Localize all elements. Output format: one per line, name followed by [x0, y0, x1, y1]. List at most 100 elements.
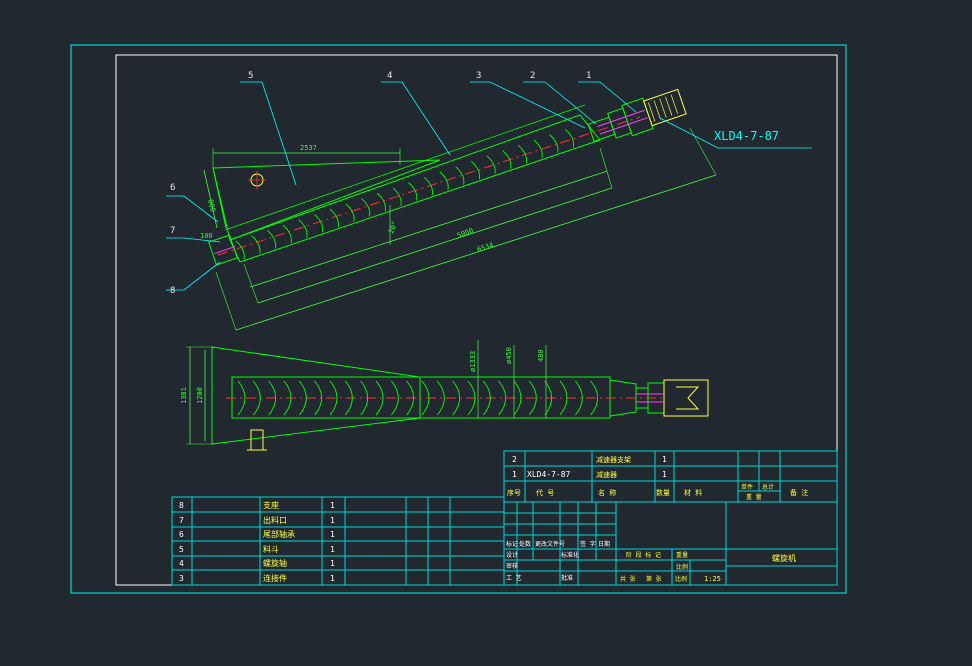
screw-flight [282, 224, 292, 244]
outer-frame [70, 44, 847, 594]
bom-right-qty: 1 [662, 470, 667, 479]
screw-flight [252, 380, 261, 416]
screw-flight [375, 380, 384, 416]
bom-header-unit: 单件 [741, 483, 753, 491]
tb-sheet-total: 共 张 [620, 575, 636, 583]
screw-flight [298, 219, 308, 238]
bom-header-weight: 重 量 [746, 493, 762, 501]
callout-model: XLD4-7-87 [714, 129, 779, 143]
shaft-centerline [217, 116, 641, 256]
svg-text:1: 1 [330, 530, 335, 539]
tb-stage: 阶 段 标 记 [626, 551, 661, 559]
screw-flight [298, 380, 307, 416]
svg-text:3: 3 [179, 574, 184, 583]
bom-left-row: 7 出料口 1 [179, 515, 335, 525]
screw-flight [517, 144, 528, 164]
bom-right-name: 减速器 [596, 470, 617, 479]
svg-text:5: 5 [179, 545, 184, 554]
screw-flight [408, 182, 418, 201]
screw-flight [467, 380, 476, 416]
bom-header-name: 名 称 [598, 488, 616, 497]
tb-change-doc: 更改文件号 [535, 540, 565, 548]
screw-flights-side [235, 128, 575, 260]
svg-text:1: 1 [330, 516, 335, 525]
svg-text:支座: 支座 [263, 500, 279, 510]
svg-text:1: 1 [330, 545, 335, 554]
bom-header-no: 序号 [507, 488, 521, 497]
screw-flight [498, 380, 507, 416]
title-block [503, 501, 838, 586]
bom-right-name: 减速器支架 [596, 455, 631, 464]
dim-1381: 1381 [180, 387, 188, 404]
tb-check: 审核 [506, 562, 518, 570]
drive-assembly-side [587, 88, 687, 143]
screw-flight [574, 380, 583, 416]
tb-date: 日期 [598, 540, 610, 548]
screw-flight [455, 166, 465, 185]
bom-header-total: 总计 [762, 483, 774, 491]
svg-text:6: 6 [179, 530, 184, 539]
bom-left-table: 8 支座 1 7 出料口 1 6 尾部轴承 1 5 料斗 1 4 螺旋轴 1 3… [171, 496, 505, 586]
bom-left-row: 5 料斗 1 [179, 544, 335, 554]
screw-flight [283, 380, 292, 416]
screw-flight [345, 203, 355, 222]
screw-flight [565, 128, 575, 148]
drawing-title: 螺旋机 [772, 553, 796, 563]
tb-craft: 工 艺 [506, 574, 522, 582]
tb-standard: 标准化 [561, 551, 579, 559]
callout-2: 2 [530, 71, 535, 81]
bom-right-no: 2 [512, 455, 517, 464]
screw-flights-plan [237, 380, 599, 416]
plan-view: 1381 1200 ø1333 ø450 480 [180, 340, 709, 451]
bom-header-qty: 数量 [656, 488, 670, 497]
callout-5: 5 [248, 71, 253, 81]
screw-flight [559, 380, 568, 416]
callout-4: 4 [387, 71, 392, 81]
svg-text:尾部轴承: 尾部轴承 [263, 529, 295, 539]
screw-flight [361, 198, 371, 217]
trough-outline [229, 114, 601, 263]
dim-pitch2: 480 [537, 349, 545, 362]
screw-flight [590, 380, 599, 416]
bom-right-table [503, 450, 838, 503]
bom-header-code: 代 号 [536, 488, 554, 497]
svg-text:螺旋轴: 螺旋轴 [263, 558, 287, 568]
tail-bearing [208, 234, 238, 266]
screw-flight [423, 176, 433, 196]
bom-header-remark: 备 注 [790, 488, 808, 497]
screw-flight [513, 380, 522, 416]
screw-flight [314, 214, 324, 233]
svg-text:4: 4 [179, 559, 184, 568]
dim-100: 100 [200, 232, 213, 240]
dim-angle: 20° [387, 220, 399, 235]
svg-text:连接件: 连接件 [263, 573, 287, 583]
tb-design: 设计 [506, 551, 518, 559]
screw-flight [329, 380, 338, 416]
callout-3: 3 [476, 71, 481, 81]
screw-flight [452, 380, 461, 416]
callout-6: 6 [170, 183, 175, 193]
bom-left-row: 4 螺旋轴 1 [179, 558, 335, 568]
screw-flight [544, 380, 553, 416]
screw-flight [482, 380, 491, 416]
screw-flight [267, 230, 277, 249]
bom-right-qty: 1 [662, 455, 667, 464]
screw-flight [549, 134, 559, 153]
screw-flight [390, 380, 399, 416]
bom-right-code: XLD4-7-87 [527, 470, 571, 479]
callout-1: 1 [586, 71, 591, 81]
tb-sign: 签 字 [580, 540, 596, 548]
callout-8: 8 [170, 286, 175, 296]
dim-6534: 6534 [476, 241, 495, 254]
screw-flight [502, 150, 512, 169]
dim-pitch1: ø450 [505, 347, 513, 364]
hopper-plan [211, 346, 421, 445]
svg-text:1: 1 [330, 574, 335, 583]
bom-left-row: 8 支座 1 [179, 500, 335, 510]
screw-flight [439, 171, 449, 190]
screw-flight [314, 380, 323, 416]
bom-left-row: 6 尾部轴承 1 [179, 529, 335, 539]
screw-flight [406, 380, 415, 416]
svg-text:7: 7 [179, 516, 184, 525]
